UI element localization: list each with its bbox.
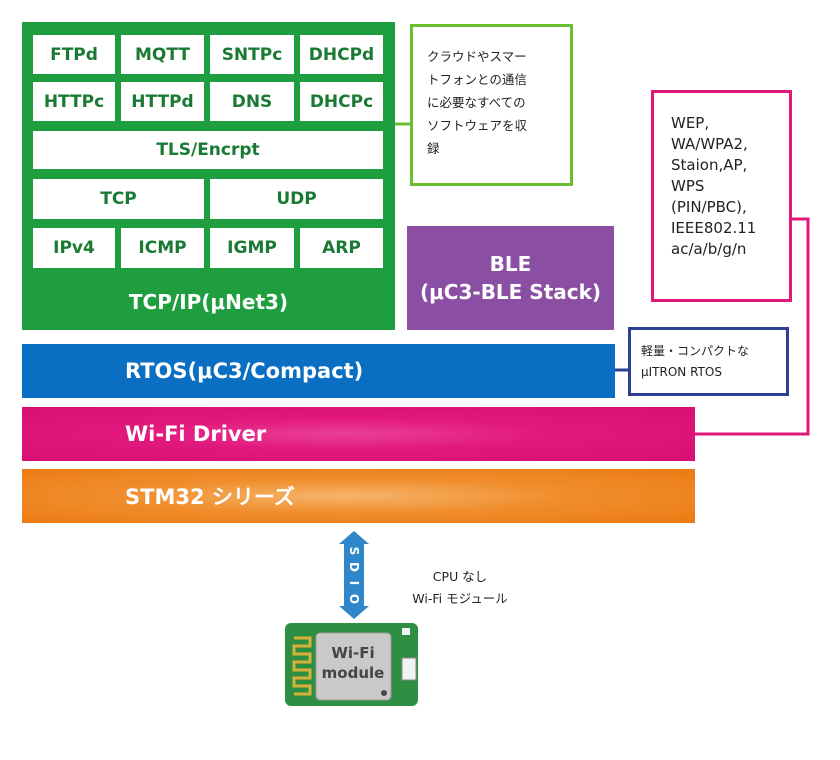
note-line: Wi-Fi モジュール: [412, 591, 508, 606]
protocol-icmp: ICMP: [121, 228, 204, 268]
note-line: 軽量・コンパクトな: [641, 344, 750, 358]
note-line: ac/a/b/g/n: [671, 240, 747, 258]
wifi-module-board: Wi-Fi module: [285, 623, 418, 706]
wifi-specs-note: WEP, WA/WPA2, Staion,AP, WPS (PIN/PBC), …: [651, 90, 792, 302]
tcpip-stack-label: TCP/IP(μNet3): [128, 290, 289, 314]
protocol-arp: ARP: [300, 228, 383, 268]
rtos-desc-note: 軽量・コンパクトな μITRON RTOS: [628, 327, 789, 396]
module-dot: [381, 690, 387, 696]
note-line: WA/WPA2,: [671, 135, 748, 153]
module-connector: [401, 657, 417, 681]
note-line: IEEE802.11: [671, 219, 757, 237]
protocol-httpd: HTTPd: [121, 82, 204, 121]
note-line: に必要なすべての: [427, 95, 526, 110]
note-line: Staion,AP,: [671, 156, 748, 174]
rtos-layer: RTOS(μC3/Compact): [22, 344, 615, 398]
note-line: トフォンとの通信: [427, 72, 527, 87]
note-line: (PIN/PBC),: [671, 198, 747, 216]
note-line: 録: [427, 141, 440, 156]
protocol-dns: DNS: [210, 82, 294, 121]
note-line: クラウドやスマー: [427, 49, 527, 64]
ble-title: BLE: [489, 252, 532, 276]
cloud-software-note: クラウドやスマー トフォンとの通信 に必要なすべての ソフトウェアを収 録: [410, 24, 573, 186]
note-line: ソフトウェアを収: [427, 118, 528, 133]
sdio-letter: S: [347, 547, 361, 556]
module-shield: [315, 632, 392, 701]
rtos-layer-label: RTOS(μC3/Compact): [125, 359, 364, 383]
protocol-httpc: HTTPc: [33, 82, 115, 121]
note-line: WEP,: [671, 114, 710, 132]
protocol-tcp: TCP: [33, 179, 204, 219]
tcpip-stack: FTPd MQTT SNTPc DHCPd HTTPc HTTPd DNS DH…: [22, 22, 395, 330]
protocol-dhcpd: DHCPd: [300, 35, 383, 74]
module-label-line1: Wi-Fi: [331, 644, 374, 662]
sdio-arrow: S D I O: [339, 531, 369, 619]
protocol-udp: UDP: [210, 179, 383, 219]
module-pad: [402, 628, 410, 635]
module-label-line2: module: [322, 664, 385, 682]
note-line: WPS: [671, 177, 705, 195]
protocol-sntpc: SNTPc: [210, 35, 294, 74]
stm32-layer-label: STM32 シリーズ: [125, 485, 295, 509]
protocol-ipv4: IPv4: [33, 228, 115, 268]
ble-stack-block: BLE (μC3-BLE Stack): [407, 226, 614, 330]
protocol-ftpd: FTPd: [33, 35, 115, 74]
antenna-trace-icon: [292, 636, 312, 696]
ble-subtitle: (μC3-BLE Stack): [419, 280, 602, 304]
sdio-letter: D: [347, 562, 361, 572]
pink-connector: [695, 217, 810, 436]
note-line: μITRON RTOS: [641, 365, 722, 379]
sdio-letter: I: [347, 581, 361, 585]
protocol-dhcpc: DHCPc: [300, 82, 383, 121]
stm32-layer: STM32 シリーズ: [22, 469, 695, 523]
wifi-driver-label: Wi-Fi Driver: [125, 422, 267, 446]
module-desc-note: CPU なし Wi-Fi モジュール: [400, 566, 520, 610]
note-line: CPU なし: [432, 569, 488, 584]
sdio-letter: O: [347, 594, 361, 604]
wifi-driver-layer: Wi-Fi Driver: [22, 407, 695, 461]
protocol-mqtt: MQTT: [121, 35, 204, 74]
protocol-tls: TLS/Encrpt: [33, 131, 383, 169]
protocol-igmp: IGMP: [210, 228, 294, 268]
